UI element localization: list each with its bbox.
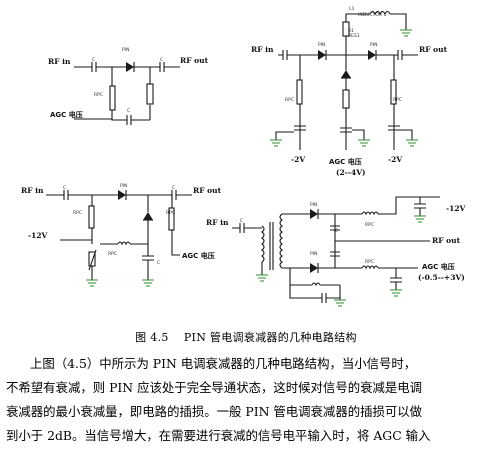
circuit-a-cap1-label: C (92, 57, 95, 63)
circuit-c-pin-label: PIN (120, 183, 127, 189)
circuit-b-neg-left-label: -2V (291, 155, 305, 164)
circuit-b-shunt-diode-icon (341, 70, 351, 78)
paragraph-line-1: 上图（4.5）中所示为 PIN 电调衰减器的几种电路结构，当小信号时， (30, 356, 417, 371)
circuit-b-neg-right-label: -2V (388, 155, 402, 164)
circuit-c-rpc1-label: RPC (73, 210, 82, 216)
circuit-d-pin1-label: PIN (310, 202, 317, 208)
circuit-c-rf-out-label: RF out (193, 186, 222, 195)
circuit-b-r1-label: R1 (348, 28, 354, 34)
circuit-c-pin-diode-icon (118, 190, 126, 200)
circuit-d-agc-label: AGC 电压 (422, 262, 455, 271)
circuit-b-shunt-resistor (342, 89, 350, 109)
circuit-b-rpc-left-label: RPC (285, 97, 294, 103)
circuit-c-cap1-label: C (63, 185, 66, 191)
circuit-d-rpc2-label: RPC (365, 259, 374, 265)
circuit-c-agc-label: AGC 电压 (182, 251, 215, 260)
paragraph-line-3: 衰减器的最小衰减量，即电路的插损。一般 PIN 管电调衰减器的插损可以做 (6, 404, 423, 419)
circuit-d-pin1-diode-icon (310, 209, 318, 219)
circuit-b-inductor-l1 (369, 10, 391, 16)
circuit-b-pin1-label: PIN (318, 42, 325, 48)
circuit-b-agc-label: AGC 电压 (329, 157, 362, 166)
circuit-c-rpc2-label: RPC (108, 251, 117, 257)
circuit-d-pin2-diode-icon (310, 263, 318, 273)
circuit-b: RF in RF out L1 INDUCTOR 1 R1 RES1 PIN P… (251, 6, 448, 177)
circuit-b-res-label: RES1 (348, 33, 360, 39)
attenuator-circuit-diagrams: RF in RF out AGC 电压 C PIN C RPC C RF in … (21, 6, 466, 307)
circuit-b-rpc-right-label: RPC (393, 97, 402, 103)
circuit-a-pin-label: PIN (122, 47, 129, 53)
circuit-d-rpc1-label: RPC (365, 222, 374, 228)
circuit-c-neg-label: -12V (28, 231, 48, 240)
circuit-b-pin2-diode-icon (368, 50, 376, 60)
circuit-a-rf-in-label: RF in (48, 57, 71, 66)
circuit-b-pin1-diode-icon (318, 50, 326, 60)
circuit-b-rf-in-label: RF in (251, 45, 274, 54)
circuit-c-cap3-label: C (157, 260, 160, 266)
circuit-a-rpc-label: RPC (94, 92, 103, 98)
circuit-b-agc-range-label: (2--4V) (336, 168, 366, 177)
circuit-c-rpc-inductor (117, 241, 131, 246)
circuit-c-cap2-label: C (172, 185, 175, 191)
circuit-a-pin-diode-icon (126, 62, 134, 72)
circuit-b-ground-top-icon (400, 29, 412, 37)
circuit-a-rfc-left (109, 85, 116, 111)
circuit-a: RF in RF out AGC 电压 C PIN C RPC C (48, 47, 209, 125)
circuit-d-rf-out-label: RF out (432, 236, 461, 245)
circuit-c: RF in RF out -12V AGC 电压 C PIN C RPC RPC… (21, 183, 222, 287)
circuit-a-cap1 (91, 62, 97, 72)
circuit-c-shunt-diode-icon (143, 212, 153, 220)
circuit-b-rf-out-label: RF out (419, 45, 448, 54)
figure-caption: 图 4.5 PIN 管电调衰减器的几种电路结构 (0, 329, 492, 345)
circuit-c-rpc3-label: RPC (166, 210, 175, 216)
circuit-d-transformer-secondary (279, 213, 283, 269)
circuit-a-cap2-label: C (160, 57, 163, 63)
body-paragraph: 上图（4.5）中所示为 PIN 电调衰减器的几种电路结构，当小信号时， 不希望有… (6, 352, 486, 448)
circuit-d-agc-range-label: (-0.5--+3V) (418, 273, 465, 282)
circuit-d-neg-label: -12V (446, 204, 466, 213)
figure-caption-number: 图 4.5 (135, 331, 169, 344)
figure-caption-title: PIN 管电调衰减器的几种电路结构 (183, 331, 357, 344)
circuit-d-pin2-label: PIN (310, 251, 317, 257)
circuit-d-cap2-label: C (335, 228, 338, 234)
circuit-a-resistor (146, 83, 154, 105)
circuit-b-pin2-label: PIN (370, 42, 377, 48)
circuit-d: RF in RF out -12V AGC 电压 (-0.5--+3V) C P… (206, 196, 466, 307)
circuit-b-l1-label: L1 (349, 6, 355, 12)
circuit-d-transformer-primary (261, 225, 265, 263)
circuit-a-rf-out-label: RF out (180, 56, 209, 65)
circuit-d-rf-in-label: RF in (206, 218, 229, 227)
circuit-d-cap1-label: C (240, 218, 243, 224)
circuit-a-cap3-label: C (127, 108, 130, 114)
circuit-c-rf-in-label: RF in (21, 186, 44, 195)
circuit-b-inductor-label: INDUCTOR 1 (358, 12, 386, 18)
circuit-a-agc-label: AGC 电压 (50, 110, 83, 119)
paragraph-line-4: 到小于 2dB。当信号增大，在需要进行衰减的信号电平输入时，将 AGC 输入 (6, 428, 431, 443)
circuit-a-cap2 (159, 62, 165, 72)
paragraph-line-2: 不希望有衰减，则 PIN 应该处于完全导通状态，这时候对信号的衰减是电调 (6, 380, 423, 395)
